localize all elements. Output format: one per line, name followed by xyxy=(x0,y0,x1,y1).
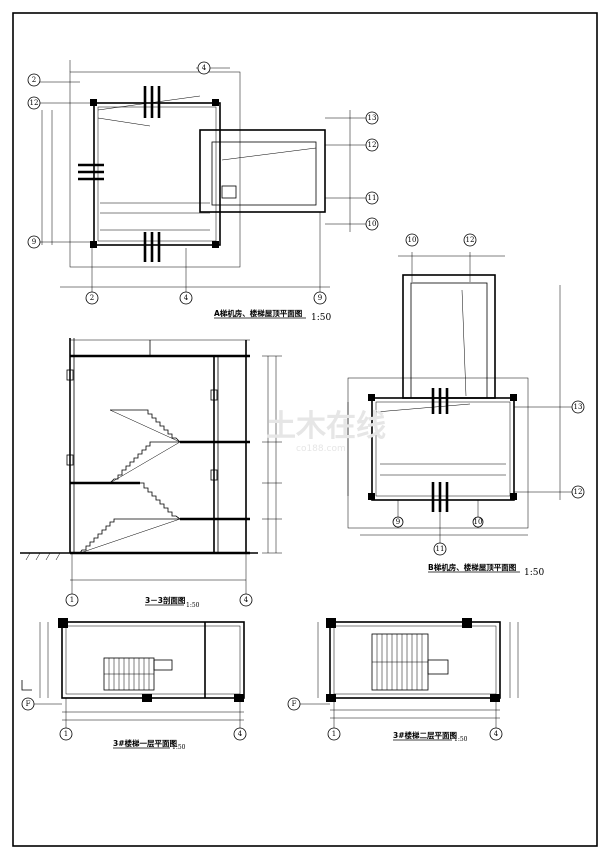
axis-bubble xyxy=(233,727,247,741)
stair-floor-2: 1 4 F 3#楼梯二层平面图 1:50 xyxy=(287,618,519,743)
svg-text:4: 4 xyxy=(202,64,207,72)
svg-text:4: 4 xyxy=(238,730,243,738)
stair-floor-1-scale: 1:50 xyxy=(172,744,186,751)
axis-bubble xyxy=(433,542,447,556)
svg-text:1: 1 xyxy=(70,596,74,604)
roof-plan-b: 10 12 13 12 9 11 10 B梯机房、楼梯屋顶平面图 1:50 xyxy=(347,233,585,578)
watermark: 土木在线 co188.com xyxy=(266,409,386,454)
stair-floor-1-title: 3#楼梯一层平面图 xyxy=(113,738,178,748)
svg-text:11: 11 xyxy=(436,545,445,553)
svg-text:13: 13 xyxy=(368,114,377,122)
svg-text:13: 13 xyxy=(574,403,583,411)
svg-text:12: 12 xyxy=(368,141,377,149)
axis-bubble xyxy=(197,61,211,75)
svg-text:1: 1 xyxy=(64,730,68,738)
roof-plan-a-title: A梯机房、楼梯屋顶平面图 xyxy=(214,308,303,318)
watermark-text: 土木在线 xyxy=(266,409,386,444)
roof-plan-a: 2 4 9 12 9 13 12 11 10 2 4 A梯机房、楼梯屋顶平面图 … xyxy=(27,60,379,323)
svg-text:10: 10 xyxy=(474,518,483,526)
section-3-3-scale: 1:50 xyxy=(186,602,200,609)
axis-bubble xyxy=(392,516,404,528)
svg-text:F: F xyxy=(292,700,297,708)
svg-text:12: 12 xyxy=(466,236,475,244)
axis-bubble xyxy=(571,485,585,499)
axis-bubble xyxy=(59,727,73,741)
svg-text:4: 4 xyxy=(494,730,499,738)
sheet-border xyxy=(12,12,598,847)
axis-bubble xyxy=(85,291,99,305)
axis-bubble xyxy=(463,233,477,247)
roof-plan-b-scale: 1:50 xyxy=(524,568,544,578)
axis-bubble xyxy=(313,291,327,305)
svg-text:12: 12 xyxy=(30,99,39,107)
stair-floor-2-title: 3#楼梯二层平面图 xyxy=(393,730,458,740)
axis-bubble xyxy=(571,400,585,414)
watermark-sub: co188.com xyxy=(296,444,346,454)
svg-text:4: 4 xyxy=(244,596,249,604)
axis-bubble xyxy=(472,516,484,528)
axis-bubble xyxy=(21,697,35,711)
svg-text:10: 10 xyxy=(368,220,377,228)
svg-text:2: 2 xyxy=(90,294,94,302)
stair-floor-1: 1 4 F 3#楼梯一层平面图 1:50 xyxy=(21,618,247,751)
axis-bubble xyxy=(179,291,193,305)
section-3-3: 1 4 3－3剖面图 1:50 xyxy=(20,338,282,609)
svg-text:12: 12 xyxy=(574,488,583,496)
svg-text:4: 4 xyxy=(184,294,189,302)
svg-text:10: 10 xyxy=(408,236,417,244)
axis-bubble xyxy=(489,727,503,741)
axis-bubble xyxy=(405,233,419,247)
svg-text:9: 9 xyxy=(396,518,400,526)
roof-plan-b-title: B梯机房、楼梯屋顶平面图 xyxy=(428,562,517,572)
axis-bubble xyxy=(287,697,301,711)
roof-plan-a-scale: 1:50 xyxy=(311,313,331,323)
stair-floor-2-scale: 1:50 xyxy=(454,736,468,743)
section-3-3-title: 3－3剖面图 xyxy=(145,595,186,605)
axis-bubble xyxy=(365,217,379,231)
svg-text:11: 11 xyxy=(368,194,377,202)
axis-bubble xyxy=(27,73,41,87)
svg-text:1: 1 xyxy=(332,730,336,738)
axis-bubble xyxy=(365,111,379,125)
svg-text:F: F xyxy=(26,700,31,708)
svg-text:9: 9 xyxy=(32,238,36,246)
axis-bubble xyxy=(27,235,41,249)
axis-bubble xyxy=(365,138,379,152)
svg-text:9: 9 xyxy=(318,294,322,302)
svg-text:2: 2 xyxy=(32,76,36,84)
axis-bubble xyxy=(365,191,379,205)
axis-bubble xyxy=(27,96,41,110)
axis-bubble xyxy=(239,593,253,607)
axis-bubble xyxy=(327,727,341,741)
axis-bubble xyxy=(65,593,79,607)
